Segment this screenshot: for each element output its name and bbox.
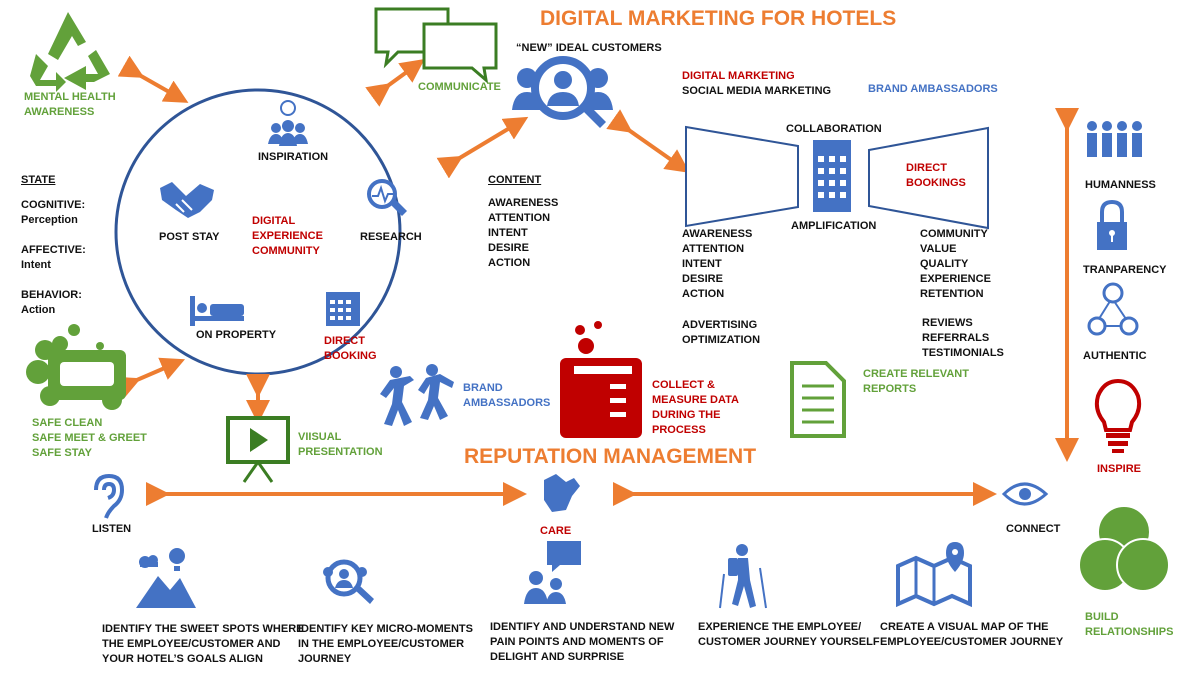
lock-icon xyxy=(1097,199,1127,250)
state-heading: STATE xyxy=(21,174,56,186)
arrow-circle-customers xyxy=(436,116,529,179)
bed-icon xyxy=(190,296,244,326)
connect-label: CONNECT xyxy=(1006,523,1061,535)
brand-ambassadors-icon xyxy=(380,364,454,426)
lightbulb-icon xyxy=(1094,378,1142,453)
venn-icon xyxy=(1078,505,1170,592)
presentation-icon xyxy=(226,416,290,483)
social-media-label: SOCIAL MEDIA MARKETING xyxy=(682,85,832,97)
amplification-label: AMPLIFICATION xyxy=(791,220,877,232)
beaker-icon xyxy=(560,321,642,438)
on-property-label: ON PROPERTY xyxy=(196,329,277,341)
state-section: STATE COGNITIVE: Perception AFFECTIVE: I… xyxy=(21,173,86,318)
post-stay-label: POST STAY xyxy=(159,231,220,243)
chat-bubbles-icon xyxy=(374,7,498,84)
arrow-circle-communicate xyxy=(365,58,425,107)
step-experience-journey: EXPERIENCE THE EMPLOYEE/CUSTOMER JOURNEY… xyxy=(698,621,880,648)
hiker-icon xyxy=(719,544,767,609)
content-heading: CONTENT xyxy=(488,174,542,186)
mountain-icon xyxy=(136,548,196,608)
hand-icon xyxy=(544,474,580,512)
transparency-label: TRANPARENCY xyxy=(1083,264,1167,276)
arrow-recycle-circle xyxy=(117,55,189,103)
collaboration-label: COLLABORATION xyxy=(786,123,882,135)
ideal-customers-label: “NEW” IDEAL CUSTOMERS xyxy=(516,42,662,54)
communicate-label: COMMUNICATE xyxy=(418,81,501,93)
recycle-icon xyxy=(30,12,110,92)
research-icon xyxy=(367,179,407,216)
authentic-label: AUTHENTIC xyxy=(1083,350,1147,362)
state-item: COGNITIVE: xyxy=(21,199,86,211)
humanness-label: HUMANNESS xyxy=(1085,179,1156,191)
arrow-customers-funnel xyxy=(606,109,690,173)
micro-moments-icon xyxy=(323,559,374,604)
ear-icon xyxy=(94,473,125,519)
inspire-label: INSPIRE xyxy=(1097,463,1142,475)
map-icon xyxy=(896,542,972,608)
report-icon xyxy=(790,361,846,438)
care-label: CARE xyxy=(540,525,572,537)
building-icon xyxy=(813,140,851,212)
inspiration-icon xyxy=(268,100,308,146)
brand-ambassadors-label: BRAND AMBASSADORS xyxy=(868,83,998,95)
state-item: AFFECTIVE: xyxy=(21,244,86,256)
research-label: RESEARCH xyxy=(360,231,422,243)
state-item: BEHAVIOR: xyxy=(21,289,82,301)
digital-marketing-label: DIGITAL MARKETING xyxy=(682,70,795,82)
customer-search-icon xyxy=(512,56,613,128)
inspiration-label: INSPIRATION xyxy=(258,151,329,163)
people-icon xyxy=(1087,121,1142,157)
state-item: Intent xyxy=(21,259,51,271)
eye-icon xyxy=(1001,482,1049,506)
state-item: Perception xyxy=(21,214,78,226)
state-item: Action xyxy=(21,304,56,316)
reputation-title: REPUTATION MANAGEMENT xyxy=(464,445,757,468)
listen-label: LISTEN xyxy=(92,523,132,535)
main-title: DIGITAL MARKETING FOR HOTELS xyxy=(540,7,897,30)
funnel-right xyxy=(868,126,989,230)
handshake-icon xyxy=(160,182,214,218)
arrow-safe-circle xyxy=(114,357,186,399)
sanitizer-icon xyxy=(26,324,126,410)
content-section: CONTENT AWARENESS ATTENTION INTENT DESIR… xyxy=(488,174,559,269)
question-people-icon xyxy=(524,541,581,604)
funnel-left xyxy=(685,125,799,228)
network-icon xyxy=(1087,282,1139,336)
